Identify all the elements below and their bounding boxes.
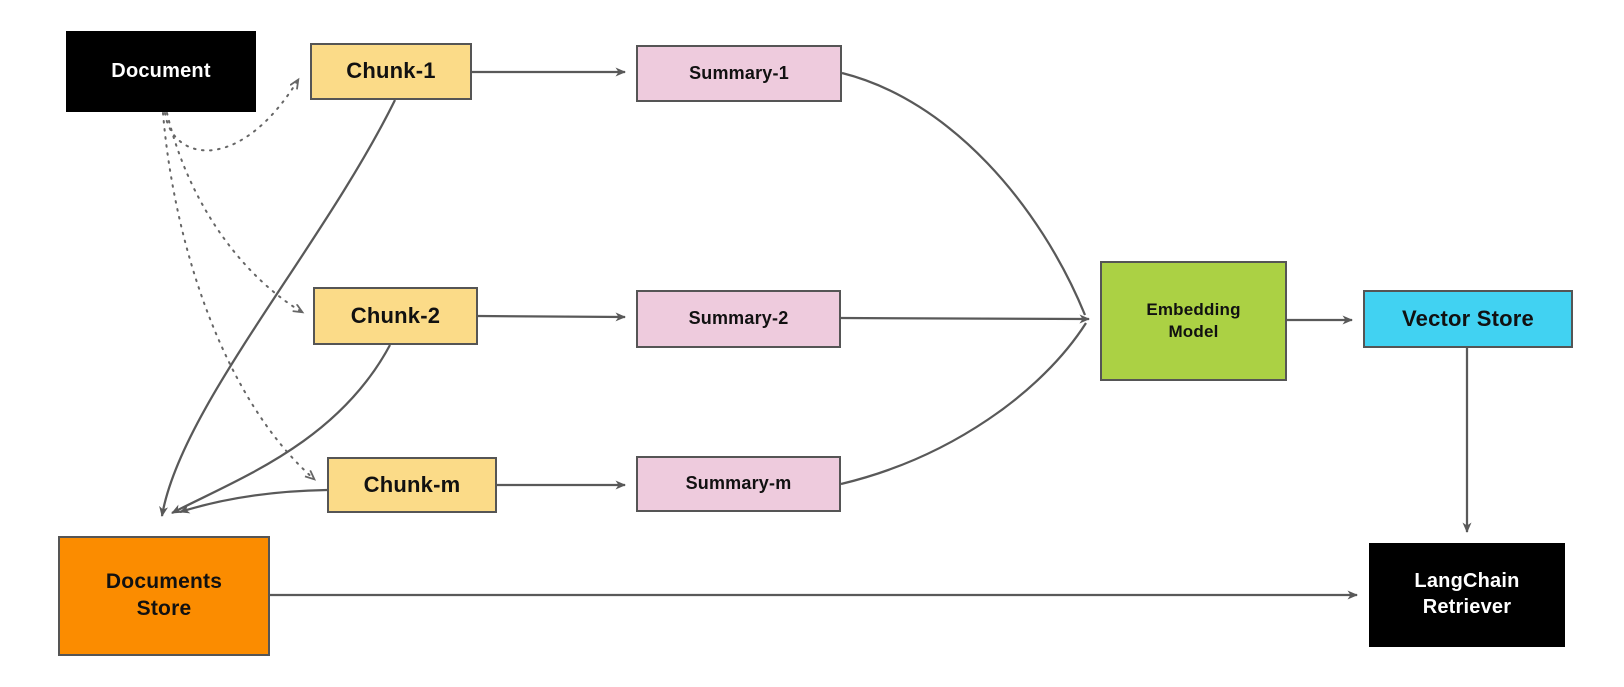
node-chunk-1: Chunk-1	[310, 43, 472, 100]
node-summary-1: Summary-1	[636, 45, 842, 102]
edge-chunk-1-to-documents-store	[159, 99, 397, 517]
node-document: Document	[66, 31, 256, 112]
edge-chunk-2-to-documents-store	[171, 344, 391, 515]
edge-summary-1-to-embedding-model	[841, 71, 1087, 316]
edge-chunk-m-to-documents-store	[179, 488, 328, 514]
node-langchain-retriever: LangChain Retriever	[1369, 543, 1565, 647]
node-summary-2: Summary-2	[636, 290, 841, 348]
node-chunk-2: Chunk-2	[313, 287, 478, 345]
node-summary-m: Summary-m	[636, 456, 841, 512]
node-embedding-model: Embedding Model	[1100, 261, 1287, 381]
edge-chunk-2-to-summary-2	[477, 312, 626, 322]
node-vector-store: Vector Store	[1363, 290, 1573, 348]
edge-document-to-chunk-2	[166, 112, 302, 312]
edge-summary-m-to-embedding-model	[840, 322, 1087, 486]
node-chunk-m: Chunk-m	[327, 457, 497, 513]
edge-summary-2-to-embedding-model	[840, 314, 1090, 324]
node-documents-store: Documents Store	[58, 536, 270, 656]
